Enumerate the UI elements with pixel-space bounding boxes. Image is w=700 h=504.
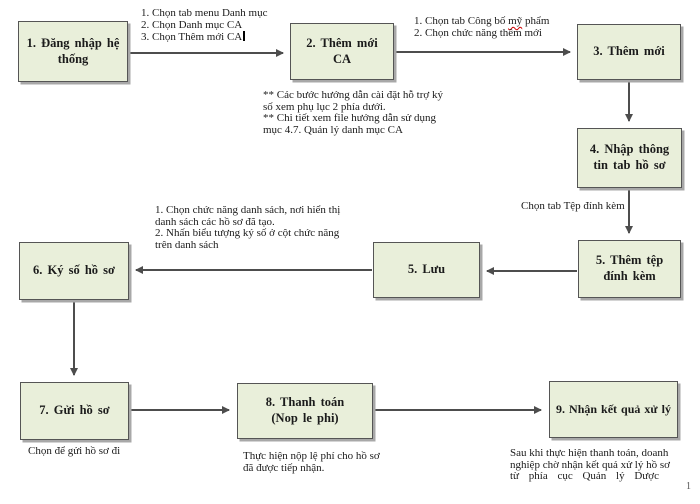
annotation-line: 3. Chọn Thêm mới CA: [141, 31, 267, 44]
caption-result: Sau khi thực hiện thanh toán, doanh nghi…: [510, 447, 670, 483]
step-8-box: 8. Thanh toán (Nop le phi): [237, 383, 373, 439]
step-3-box: 3. Thêm mới: [577, 24, 681, 80]
annotation-attach-tab: Chọn tab Tệp đính kèm: [521, 200, 625, 212]
annotation-line: số xem phụ lục 2 phía dưới.: [263, 100, 386, 113]
annotation-line: Sau khi thực hiện thanh toán, doanh: [510, 447, 669, 459]
step-5-save-box: 5. Lưu: [373, 242, 480, 298]
annotation-line: trên danh sách: [155, 238, 219, 251]
annotation-line: 1. Chọn tab menu Danh mục: [141, 7, 268, 19]
annotation-line: mục 4.7. Quản lý danh mục CA: [263, 123, 403, 136]
annotation-line: 2. Chọn chức năng thêm mới: [414, 26, 542, 39]
text-cursor: [243, 31, 246, 41]
annotation-sign-steps: 1. Chọn chức năng danh sách, nơi hiển th…: [155, 204, 341, 251]
step-9-box: 9. Nhận kết quả xử lý: [549, 381, 678, 438]
annotation-line-text: 1. Chọn tab Công bố: [414, 15, 509, 27]
caption-send: Chọn để gửi hồ sơ đi: [28, 445, 121, 457]
annotation-ca-note: ** Các bước hướng dẫn cài đặt hỗ trợ ký …: [263, 89, 443, 136]
annotation-line: đã được tiếp nhận.: [243, 461, 325, 474]
annotation-line: nghiệp chờ nhận kết quả xử lý hồ sơ: [510, 458, 670, 471]
annotation-line: ** Các bước hướng dẫn cài đặt hỗ trợ ký: [263, 89, 443, 101]
step-1-box: 1. Đăng nhập hệ thống: [18, 21, 128, 82]
page-number-mark: 1: [686, 481, 691, 492]
step-4-box: 4. Nhập thông tin tab hồ sơ: [577, 128, 682, 188]
step-5-attach-box: 5. Thêm tệp đính kèm: [578, 240, 681, 298]
annotation-line: Thực hiện nộp lệ phí cho hồ sơ: [243, 450, 380, 462]
step-7-box: 7. Gửi hồ sơ: [20, 382, 129, 440]
annotation-line-text: phẩm: [522, 15, 550, 27]
step-6-box: 6. Ký số hồ sơ: [19, 242, 129, 300]
annotation-congbo-steps: 1. Chọn tab Công bố mỹ phẩm 2. Chọn chức…: [414, 15, 550, 39]
annotation-line: 2. Nhấn biểu tượng ký số ở cột chức năng: [155, 227, 340, 239]
annotation-line: 1. Chọn chức năng danh sách, nơi hiển th…: [155, 204, 341, 216]
step-8-sublabel: (Nop le phi): [271, 411, 339, 425]
step-2-box: 2. Thêm mới CA: [290, 23, 394, 80]
misspelled-word: mỹ: [508, 15, 523, 27]
step-8-label: 8. Thanh toán: [265, 395, 345, 410]
annotation-menu-steps: 1. Chọn tab menu Danh mục 2. Chọn Danh m…: [141, 7, 268, 44]
annotation-line: danh sách các hồ sơ đã tạo.: [155, 215, 275, 228]
annotation-line: 1. Chọn tab Công bố mỹ phẩm: [414, 15, 550, 28]
annotation-line: ** Chi tiết xem file hướng dẫn sử dụng: [263, 112, 436, 124]
annotation-line: 2. Chọn Danh mục CA: [141, 18, 243, 31]
caption-pay: Thực hiện nộp lệ phí cho hồ sơ đã được t…: [243, 450, 380, 474]
annotation-line: từ phía cục Quản lý Dược: [510, 470, 659, 482]
annotation-line-text: 3. Chọn Thêm mới CA: [141, 31, 243, 43]
